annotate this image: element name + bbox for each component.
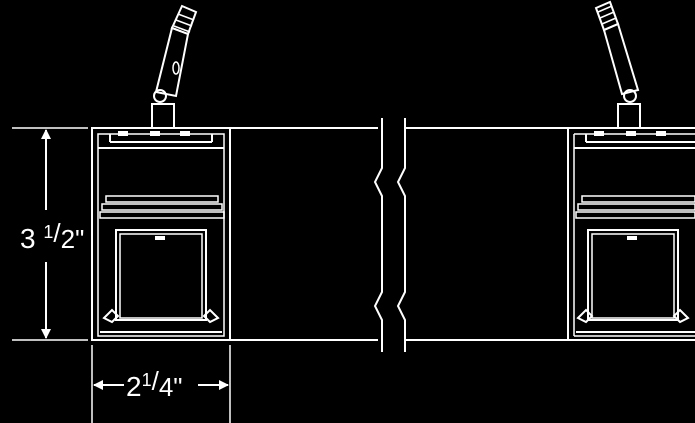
height-dimension: 3 1/2": [12, 127, 88, 341]
break-symbol: [373, 118, 406, 352]
width-dimension-label: 21/4": [126, 366, 183, 402]
fixture-end-left: [91, 127, 231, 341]
width-dimension: 21/4": [91, 345, 231, 423]
fixture-end-right: [567, 127, 695, 341]
aircraft-cable-grip-right: [594, 0, 641, 129]
housing-run: [230, 127, 568, 341]
aircraft-cable-grip-left: [151, 4, 198, 129]
height-dimension-label: 3 1/2": [20, 218, 84, 254]
